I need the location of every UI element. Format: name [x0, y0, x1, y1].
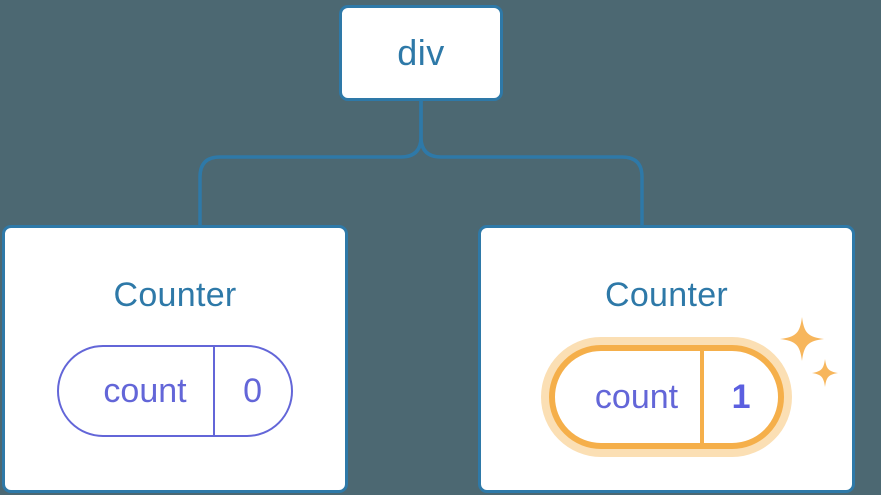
component-card-counter-right[interactable]: Counter count 1: [478, 225, 855, 493]
component-title: Counter: [113, 276, 237, 314]
sparkles-icon: [780, 317, 839, 387]
root-node-div[interactable]: div: [339, 5, 503, 101]
sparkle-large-icon: [780, 317, 825, 361]
state-pill-key: count: [555, 351, 705, 443]
connector-left-branch: [198, 99, 423, 230]
state-pill-value: 0: [243, 371, 263, 410]
state-pill-value: 1: [731, 377, 751, 416]
state-pill-wrapper: count 0: [57, 345, 293, 437]
sparkle-small-icon: [812, 359, 839, 387]
component-card-counter-left[interactable]: Counter count 0: [2, 225, 348, 493]
state-pill-count-highlighted[interactable]: count 1: [548, 345, 785, 449]
state-pill-key: count: [59, 347, 215, 435]
connector-right-branch: [419, 99, 644, 230]
root-node-label: div: [397, 32, 445, 73]
state-pill-wrapper: count 1: [548, 317, 839, 449]
state-pill-count[interactable]: count 0: [57, 345, 293, 437]
component-title: Counter: [604, 276, 729, 314]
